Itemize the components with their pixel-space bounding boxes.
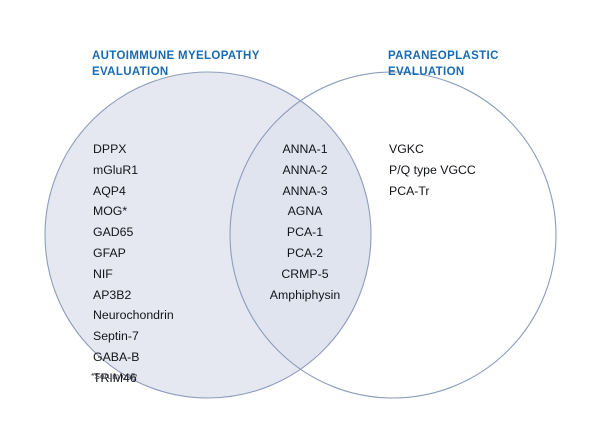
list-item: AGNA — [287, 204, 323, 219]
left-set-item-list: DPPX mGluR1 AQP4 MOG* GAD65 GFAP NIF AP3… — [93, 139, 174, 389]
list-item: Septin-7 — [93, 329, 139, 344]
list-item: mGluR1 — [93, 162, 139, 177]
list-item: MOG* — [93, 204, 128, 219]
left-circle-outline — [44, 71, 372, 399]
list-item: GAD65 — [93, 225, 134, 240]
list-item: CRMP-5 — [281, 266, 329, 281]
left-set-title: AUTOIMMUNE MYELOPATHY EVALUATION — [92, 50, 260, 78]
list-item: VGKC — [389, 142, 424, 156]
right-set-item-list: VGKC P/Q type VGCC PCA-Tr — [389, 139, 476, 201]
list-item: AQP4 — [93, 183, 126, 198]
list-item: Neurochondrin — [93, 308, 174, 323]
list-item: AP3B2 — [93, 287, 132, 302]
right-circle-outline — [229, 71, 557, 399]
list-item: DPPX — [93, 142, 127, 156]
list-item: PCA-Tr — [389, 183, 430, 198]
list-item: PCA-2 — [286, 245, 324, 260]
list-item: TRIM46 — [93, 370, 137, 385]
list-item: ANNA-2 — [282, 162, 328, 177]
list-item: Amphiphysin — [269, 287, 341, 302]
list-item: GFAP — [93, 245, 126, 260]
list-item: PCA-1 — [286, 225, 324, 240]
list-item: NIF — [93, 266, 113, 281]
right-set-title: PARANEOPLASTIC EVALUATION — [388, 50, 499, 78]
list-item: ANNA-1 — [282, 142, 328, 156]
list-item: GABA-B — [93, 349, 140, 364]
overlap-set-item-list: ANNA-1 ANNA-2 ANNA-3 AGNA PCA-1 PCA-2 CR… — [245, 139, 365, 305]
footnote: *Serum only — [91, 371, 138, 381]
list-item: P/Q type VGCC — [389, 162, 476, 177]
overlap-lens-fill — [230, 72, 371, 398]
list-item: ANNA-3 — [282, 183, 328, 198]
